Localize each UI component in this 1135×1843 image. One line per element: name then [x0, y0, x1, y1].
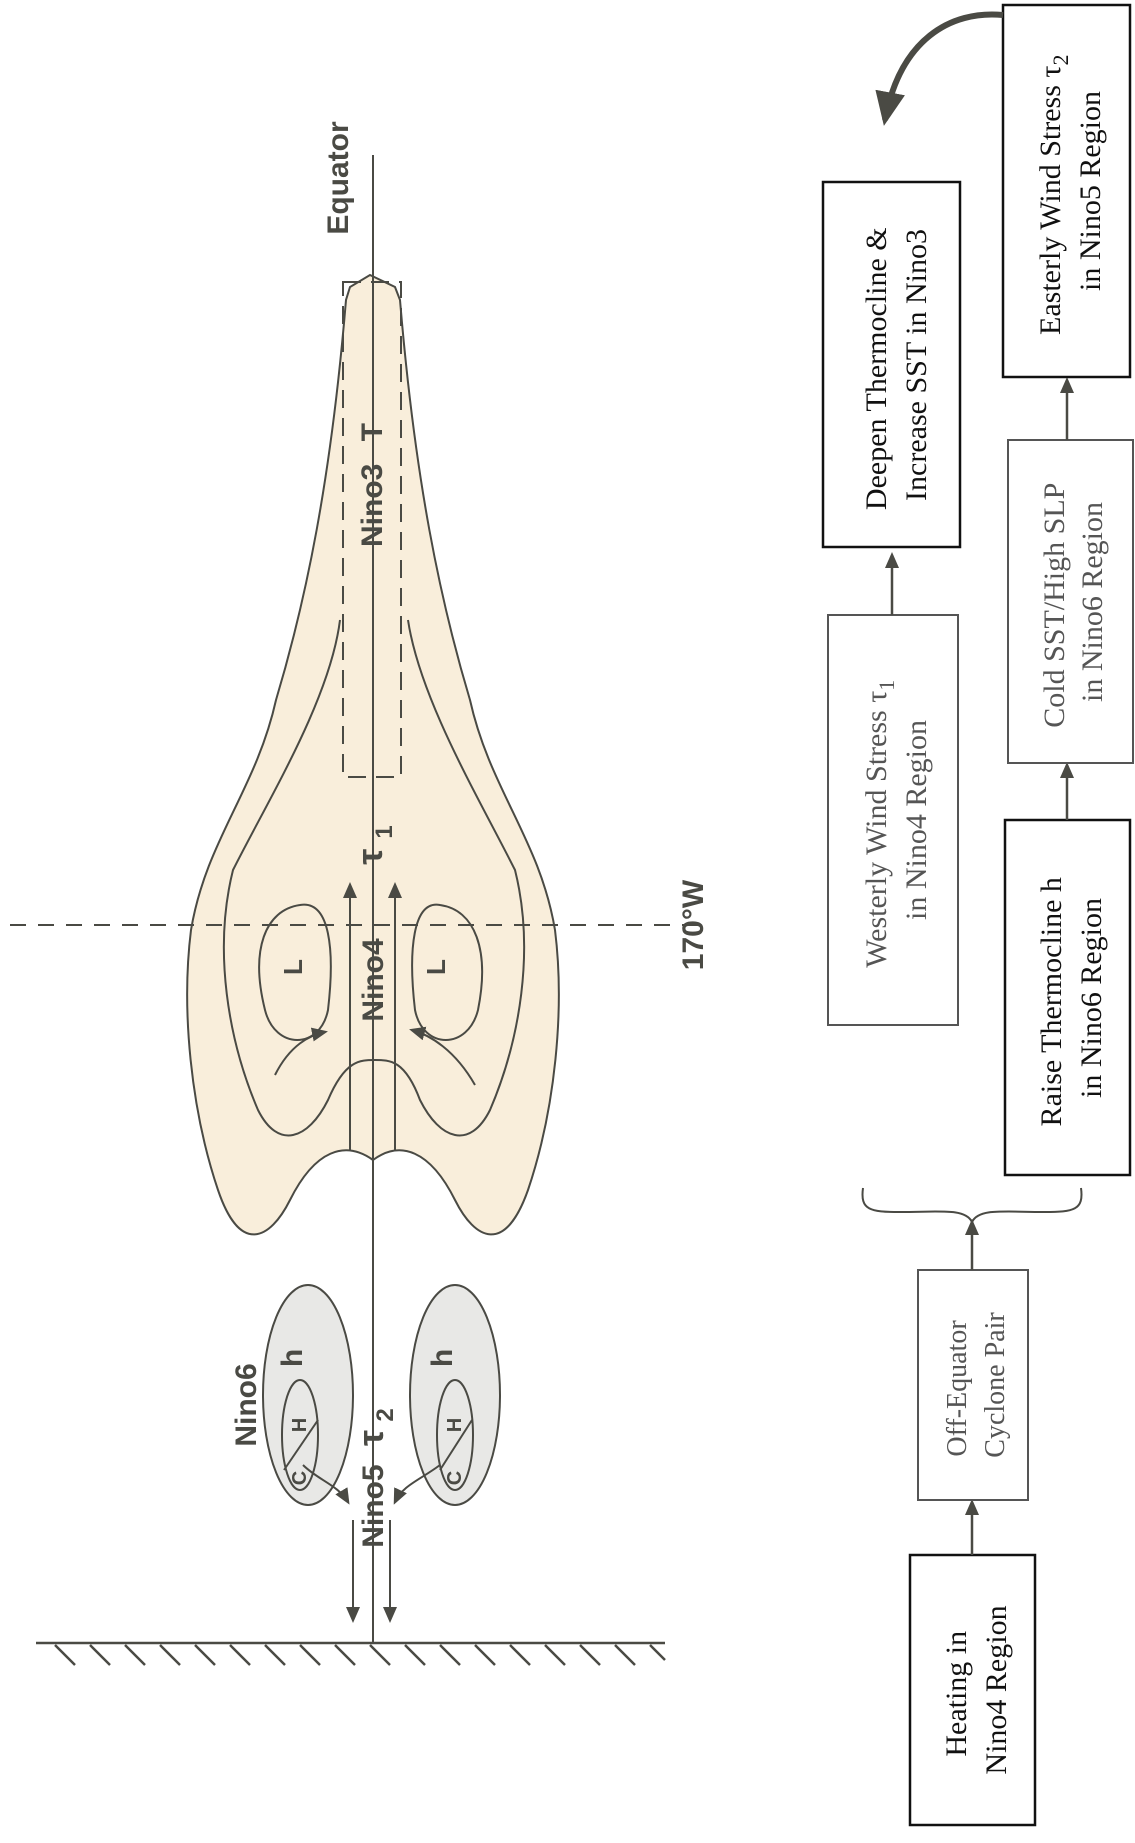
tau2-subscript: 2 — [372, 1408, 399, 1421]
flowchart: Heating in Nino4 Region Off-Equator Cycl… — [823, 5, 1133, 1825]
raise-thermocline-box: Raise Thermocline h in Nino6 Region — [1005, 820, 1130, 1175]
raise-line-1: Raise Thermocline h — [1035, 877, 1068, 1126]
ocean-diagram: Equator Nino3 T τ 1 Nino4 L L 170°W Nino… — [10, 121, 710, 1665]
heating-line-1: Heating in — [940, 1631, 973, 1757]
deepen-thermocline-box: Deepen Thermocline & Increase SST in Nin… — [823, 182, 960, 547]
split-brace — [862, 1188, 1081, 1222]
heating-box: Heating in Nino4 Region — [910, 1555, 1035, 1825]
feedback-arrow-easterly-to-deepen — [885, 14, 1003, 120]
nino5-label: Nino5 τ 2 — [350, 1408, 399, 1547]
meridian-label: 170°W — [677, 879, 710, 970]
tau2-symbol: τ — [350, 1430, 391, 1446]
equator-label: Equator — [322, 121, 355, 235]
deepen-line-2: Increase SST in Nino3 — [900, 229, 933, 501]
high-symbol-north: H — [289, 1418, 311, 1432]
westerly-line-2: in Nino4 Region — [900, 720, 933, 920]
nino3-variable: T — [356, 423, 389, 441]
cold-line-1: Cold SST/High SLP — [1038, 483, 1071, 727]
nino3-label: Nino3 T — [356, 423, 389, 547]
easterly-line-2: in Nino5 Region — [1074, 91, 1107, 291]
low-symbol-north: L — [278, 959, 308, 975]
raise-line-2: in Nino6 Region — [1075, 898, 1108, 1098]
easterly-text: Easterly Wind Stress τ — [1034, 66, 1067, 335]
nino3-name: Nino3 — [356, 464, 389, 547]
cyclone-pair-box: Off-Equator Cyclone Pair — [918, 1270, 1028, 1500]
easterly-subscript: 2 — [1048, 55, 1073, 66]
h-label-south: h — [426, 1349, 459, 1367]
high-symbol-south: H — [444, 1418, 466, 1432]
cyclone-line-2: Cyclone Pair — [980, 1312, 1011, 1458]
nino6-label: Nino6 — [230, 1363, 263, 1446]
westerly-text: Westerly Wind Stress τ — [860, 691, 893, 968]
low-symbol-south: L — [421, 959, 451, 975]
tau1-subscript: 1 — [371, 825, 398, 838]
h-label-north: h — [276, 1349, 309, 1367]
coastline — [36, 1643, 665, 1665]
easterly-wind-box: Easterly Wind Stress τ2 in Nino5 Region — [1003, 5, 1130, 377]
nino5-name: Nino5 — [357, 1464, 390, 1547]
cold-sst-box: Cold SST/High SLP in Nino6 Region — [1008, 440, 1133, 763]
tau1-symbol: τ — [349, 849, 390, 865]
cold-symbol-north: C — [289, 1471, 311, 1485]
westerly-subscript: 1 — [874, 680, 899, 691]
westerly-wind-box: Westerly Wind Stress τ1 in Nino4 Region — [828, 615, 958, 1025]
deepen-line-1: Deepen Thermocline & — [860, 227, 893, 510]
cyclone-line-1: Off-Equator — [942, 1320, 973, 1457]
heating-line-2: Nino4 Region — [980, 1605, 1013, 1774]
cold-symbol-south: C — [444, 1471, 466, 1485]
nino4-label: Nino4 — [357, 938, 390, 1022]
cold-line-2: in Nino6 Region — [1076, 502, 1109, 702]
